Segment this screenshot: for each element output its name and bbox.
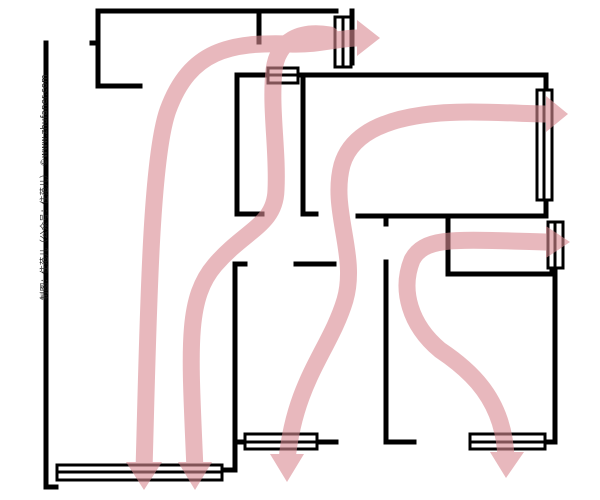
lower-middle-wall [383,259,417,445]
outer-wall-bottom-right [219,261,238,473]
airflow-arrow-4 [398,226,570,478]
credit-watermark: 制图：住范儿（公众号：住范儿） ©www.zhufaner.com [40,74,50,300]
middle-top-wall-right [295,72,549,93]
airflow-arrow-3 [270,96,568,482]
airflow-arrows [126,20,570,490]
outer-wall-left [43,40,59,490]
middle-right-wall [355,197,549,219]
walls [43,8,558,490]
middle-left-wall [234,72,265,217]
lower-bottom-wall-right [542,247,558,445]
airflow-arrow-1 [126,20,380,490]
airflow-arrow-2 [178,25,339,490]
